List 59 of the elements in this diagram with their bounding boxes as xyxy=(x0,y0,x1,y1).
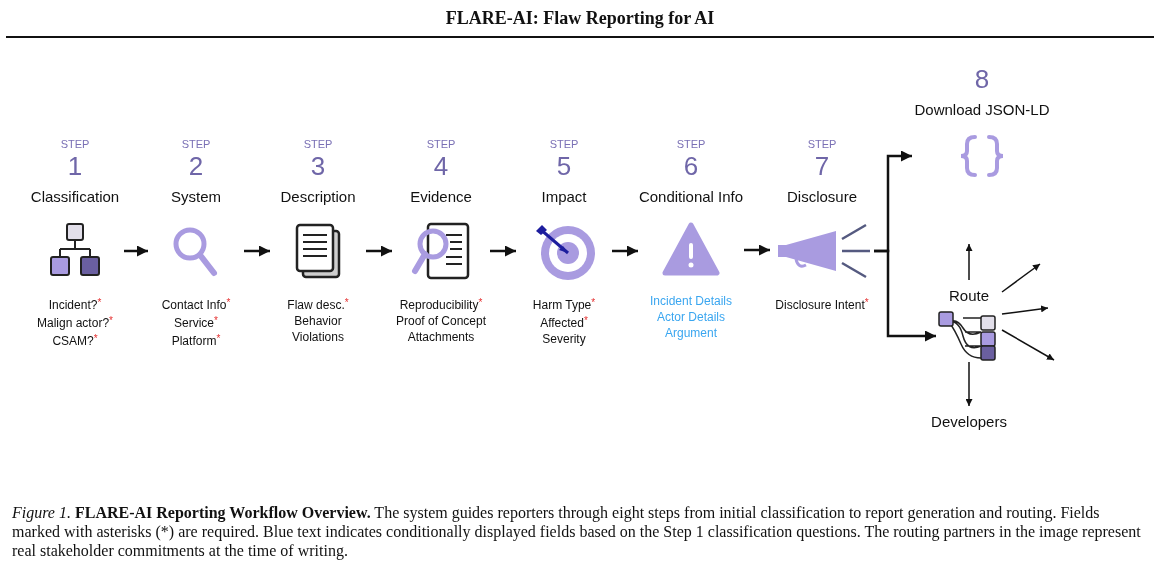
step-label: STEP xyxy=(426,138,456,151)
arrow xyxy=(1001,329,1055,361)
step-label: STEP xyxy=(181,138,211,151)
step-label: STEP xyxy=(676,138,706,151)
field-name: Proof of Concept xyxy=(395,313,487,329)
field-name: Service$^{*}$ xyxy=(174,314,218,331)
step-number: 1 xyxy=(67,151,83,181)
step-title: Impact xyxy=(541,187,587,207)
step-label: STEP xyxy=(60,138,90,151)
field-name: Violations xyxy=(292,329,344,345)
step-title: Evidence xyxy=(410,187,472,207)
arrow xyxy=(965,361,973,407)
arrow xyxy=(874,249,936,342)
step-title: System xyxy=(171,187,221,207)
arrow xyxy=(124,245,148,257)
field-name: Behavior xyxy=(294,313,342,329)
arrow xyxy=(612,245,638,257)
field-name: Actor Details xyxy=(657,309,725,325)
field-name: Reproducibility$^{*}$ xyxy=(399,296,483,313)
step-title: Developers xyxy=(931,412,1007,432)
step-title: Description xyxy=(280,187,356,207)
figure-caption: Figure 1. FLARE-AI Reporting Workflow Overview. The system guides reporters through eight steps from initial classification to report generation and routing. Fields marked with asterisks (*) are required. Blue text indicates conditionally displayed fields based on the Step 1 classification questions. The routing partners in the image represent real stakeholder commitments at the time of writing. xyxy=(12,503,1142,560)
arrow xyxy=(366,245,392,257)
field-name: Affected$^{*}$ xyxy=(540,314,588,331)
arrow xyxy=(1001,305,1049,315)
arrow xyxy=(965,243,973,281)
field-name: Severity xyxy=(542,331,586,347)
field-name: Contact Info$^{*}$ xyxy=(161,296,231,313)
step-label: STEP xyxy=(549,138,579,151)
arrow xyxy=(744,244,770,256)
field-name: Flaw desc.$^{*}$ xyxy=(287,296,349,313)
step-label: STEP xyxy=(303,138,333,151)
step-title: Classification xyxy=(30,187,120,207)
field-name: Incident Details xyxy=(649,293,732,309)
step-label: STEP xyxy=(807,138,837,151)
field-name: Harm Type$^{*}$ xyxy=(532,296,596,313)
workflow-step xyxy=(638,138,744,341)
field-name: CSAM?$^{*}$ xyxy=(52,332,98,349)
arrow xyxy=(1001,263,1041,293)
step-number: 6 xyxy=(683,151,699,181)
step-number: 7 xyxy=(814,151,830,181)
step-title: Download JSON-LD xyxy=(914,100,1050,120)
step-number: 2 xyxy=(188,151,204,181)
field-name: Incident?$^{*}$ xyxy=(48,296,102,313)
step-number: 8 xyxy=(974,64,990,94)
step-number: 3 xyxy=(310,151,326,181)
arrow xyxy=(244,245,270,257)
field-name: Attachments xyxy=(407,329,475,345)
field-name: Argument xyxy=(665,325,717,341)
figure-title: FLARE-AI: Flaw Reporting for AI xyxy=(444,8,716,29)
field-name: Disclosure Intent$^{*}$ xyxy=(775,296,869,313)
step-title: Disclosure xyxy=(787,187,857,207)
step-number: 4 xyxy=(433,151,449,181)
arrow xyxy=(490,245,516,257)
step-title: Route xyxy=(949,286,989,306)
field-name: Platform$^{*}$ xyxy=(171,332,221,349)
step-title: Conditional Info xyxy=(638,187,744,207)
step-number: 5 xyxy=(556,151,572,181)
field-name: Malign actor?$^{*}$ xyxy=(37,314,113,331)
